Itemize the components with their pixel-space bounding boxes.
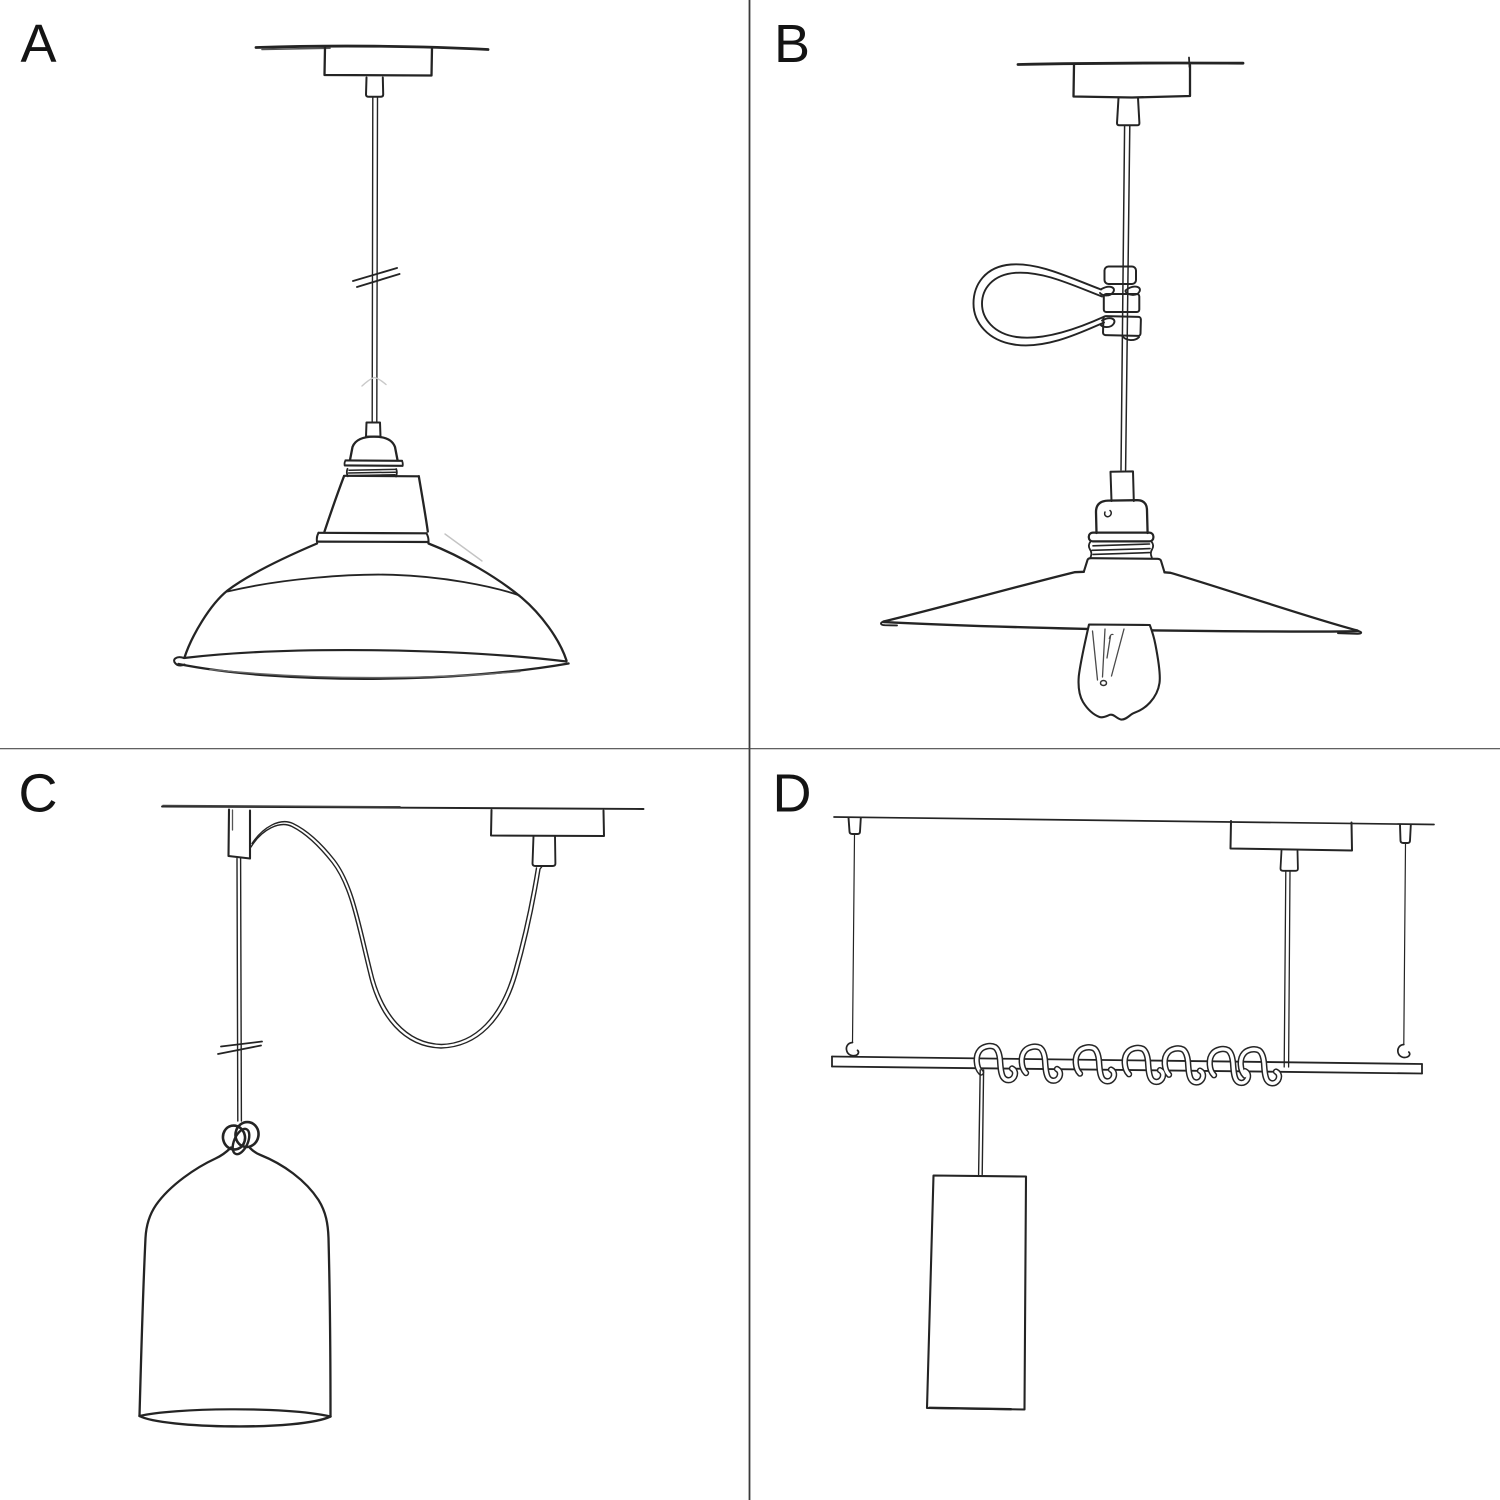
svg-text:D: D — [773, 764, 812, 824]
svg-text:B: B — [774, 14, 810, 74]
svg-text:C: C — [19, 764, 58, 824]
svg-text:A: A — [21, 14, 57, 74]
